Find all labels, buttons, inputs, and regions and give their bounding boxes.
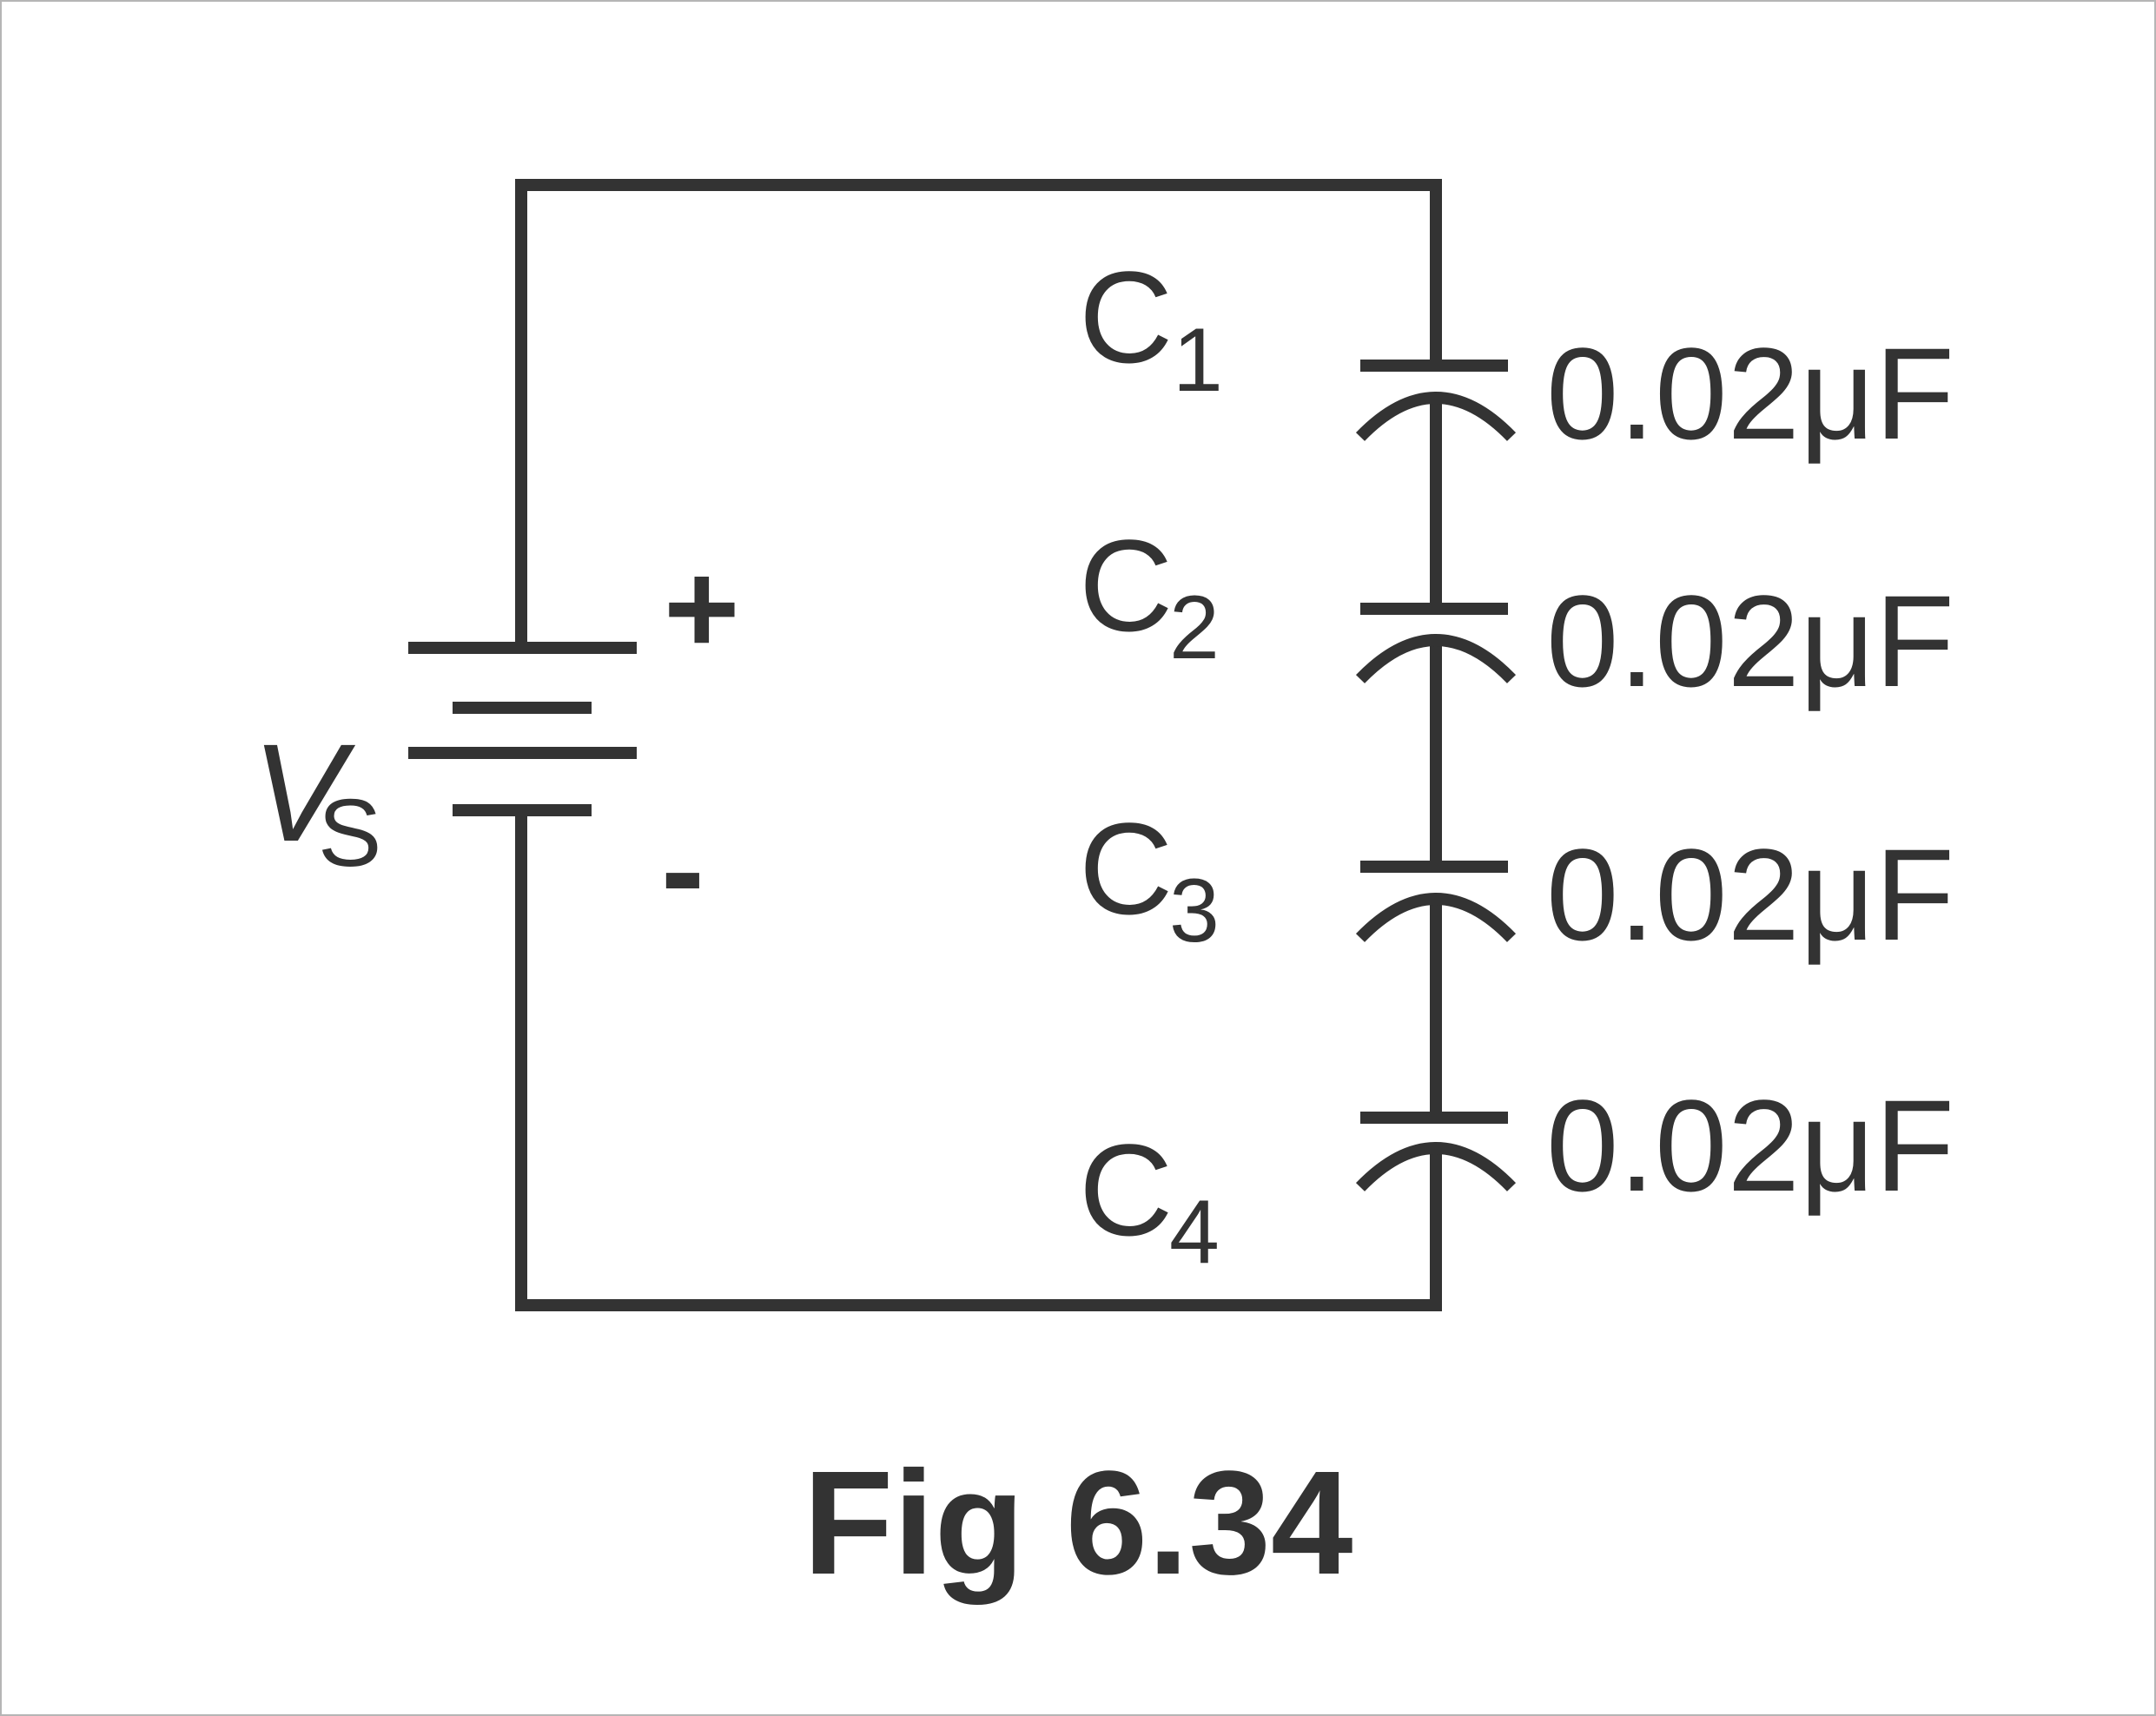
capacitor-c1-symbol xyxy=(1355,360,1517,441)
top-wire xyxy=(515,179,1442,644)
figure-caption: Fig 6.34 xyxy=(803,1441,1352,1606)
capacitor-c3-label: C xyxy=(1079,795,1173,941)
capacitor-c4-symbol xyxy=(1355,1112,1517,1191)
capacitor-c2-subscript: 2 xyxy=(1169,578,1220,678)
capacitor-c1-label: C xyxy=(1079,244,1173,390)
capacitor-c1-value: 0.02μF xyxy=(1546,320,1954,466)
capacitor-c1-subscript: 1 xyxy=(1173,310,1223,411)
battery-symbol xyxy=(408,642,637,816)
circuit-wires xyxy=(515,179,1442,1311)
capacitor-c2-symbol xyxy=(1355,603,1517,683)
capacitor-c3-curved-plate xyxy=(1355,893,1517,942)
capacitor-c3-subscript: 3 xyxy=(1169,861,1220,961)
bottom-wire xyxy=(515,812,1442,1311)
capacitor-c3-symbol xyxy=(1355,861,1517,942)
capacitor-c2-curved-plate xyxy=(1355,634,1517,683)
capacitor-c2-label: C xyxy=(1079,512,1173,658)
capacitor-c4-subscript: 4 xyxy=(1169,1182,1220,1283)
capacitor-c4-value: 0.02μF xyxy=(1546,1072,1954,1218)
capacitor-c2-value: 0.02μF xyxy=(1546,568,1954,714)
capacitor-c1-curved-plate xyxy=(1355,392,1517,441)
capacitor-c4-curved-plate xyxy=(1355,1142,1517,1191)
capacitor-c4-label: C xyxy=(1079,1117,1173,1263)
source-label: V xyxy=(252,715,356,870)
capacitor-c3-value: 0.02μF xyxy=(1546,822,1954,967)
positive-terminal-sign: + xyxy=(664,535,740,681)
source-label-subscript: S xyxy=(318,780,381,887)
negative-terminal-sign: - xyxy=(661,796,704,942)
